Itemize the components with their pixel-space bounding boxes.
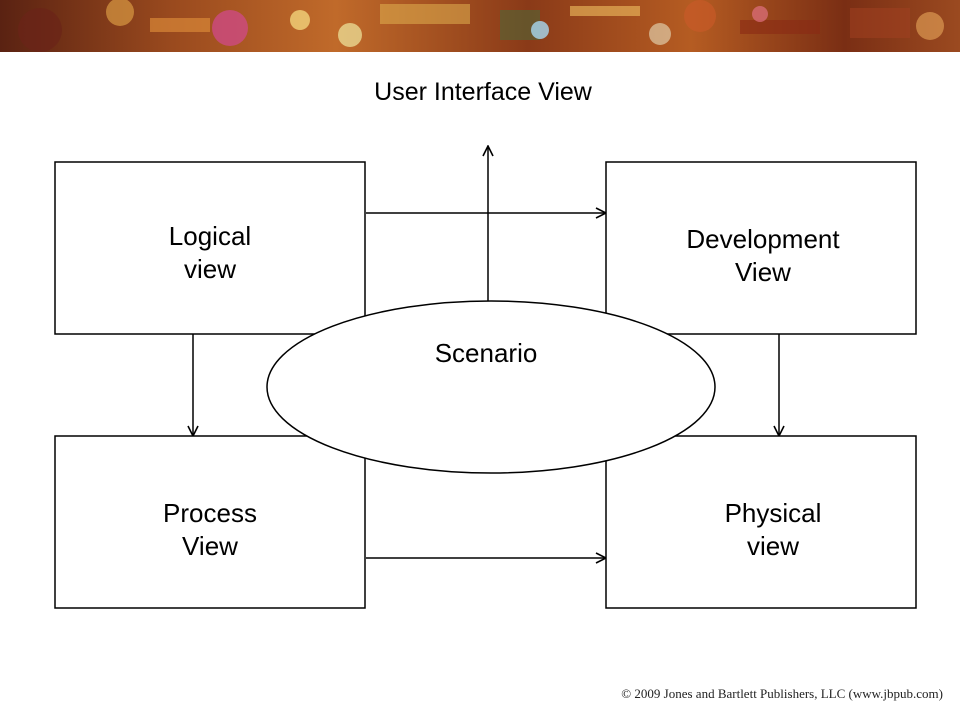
copyright-notice: © 2009 Jones and Bartlett Publishers, LL… <box>621 686 943 701</box>
scenario-ellipse <box>266 300 716 474</box>
process-view-label: Process View <box>55 497 365 563</box>
process-view-line-1: Process <box>163 498 257 528</box>
scenario-label: Scenario <box>434 338 538 368</box>
logical-view-box <box>54 161 366 335</box>
circuit-board-image <box>18 0 944 52</box>
development-view-line-2: View <box>735 257 791 287</box>
process-view-line-2: View <box>182 531 238 561</box>
physical-view-line-2: view <box>746 531 799 561</box>
user-interface-view-label: User Interface View <box>374 78 592 106</box>
physical-view-label: Physical view <box>618 497 928 563</box>
logical-view-line-2: view <box>183 254 236 284</box>
physical-view-line-1: Physical <box>724 498 822 528</box>
development-view-line-1: Development <box>686 224 840 254</box>
logical-view-line-1: Logical <box>168 221 252 251</box>
process-view-box <box>54 435 366 609</box>
physical-view-box <box>605 435 917 609</box>
development-view-label: Development View <box>608 223 918 289</box>
logical-view-label: Logical view <box>55 220 365 286</box>
circuit-board-banner <box>0 0 960 52</box>
development-view-box <box>605 161 917 335</box>
